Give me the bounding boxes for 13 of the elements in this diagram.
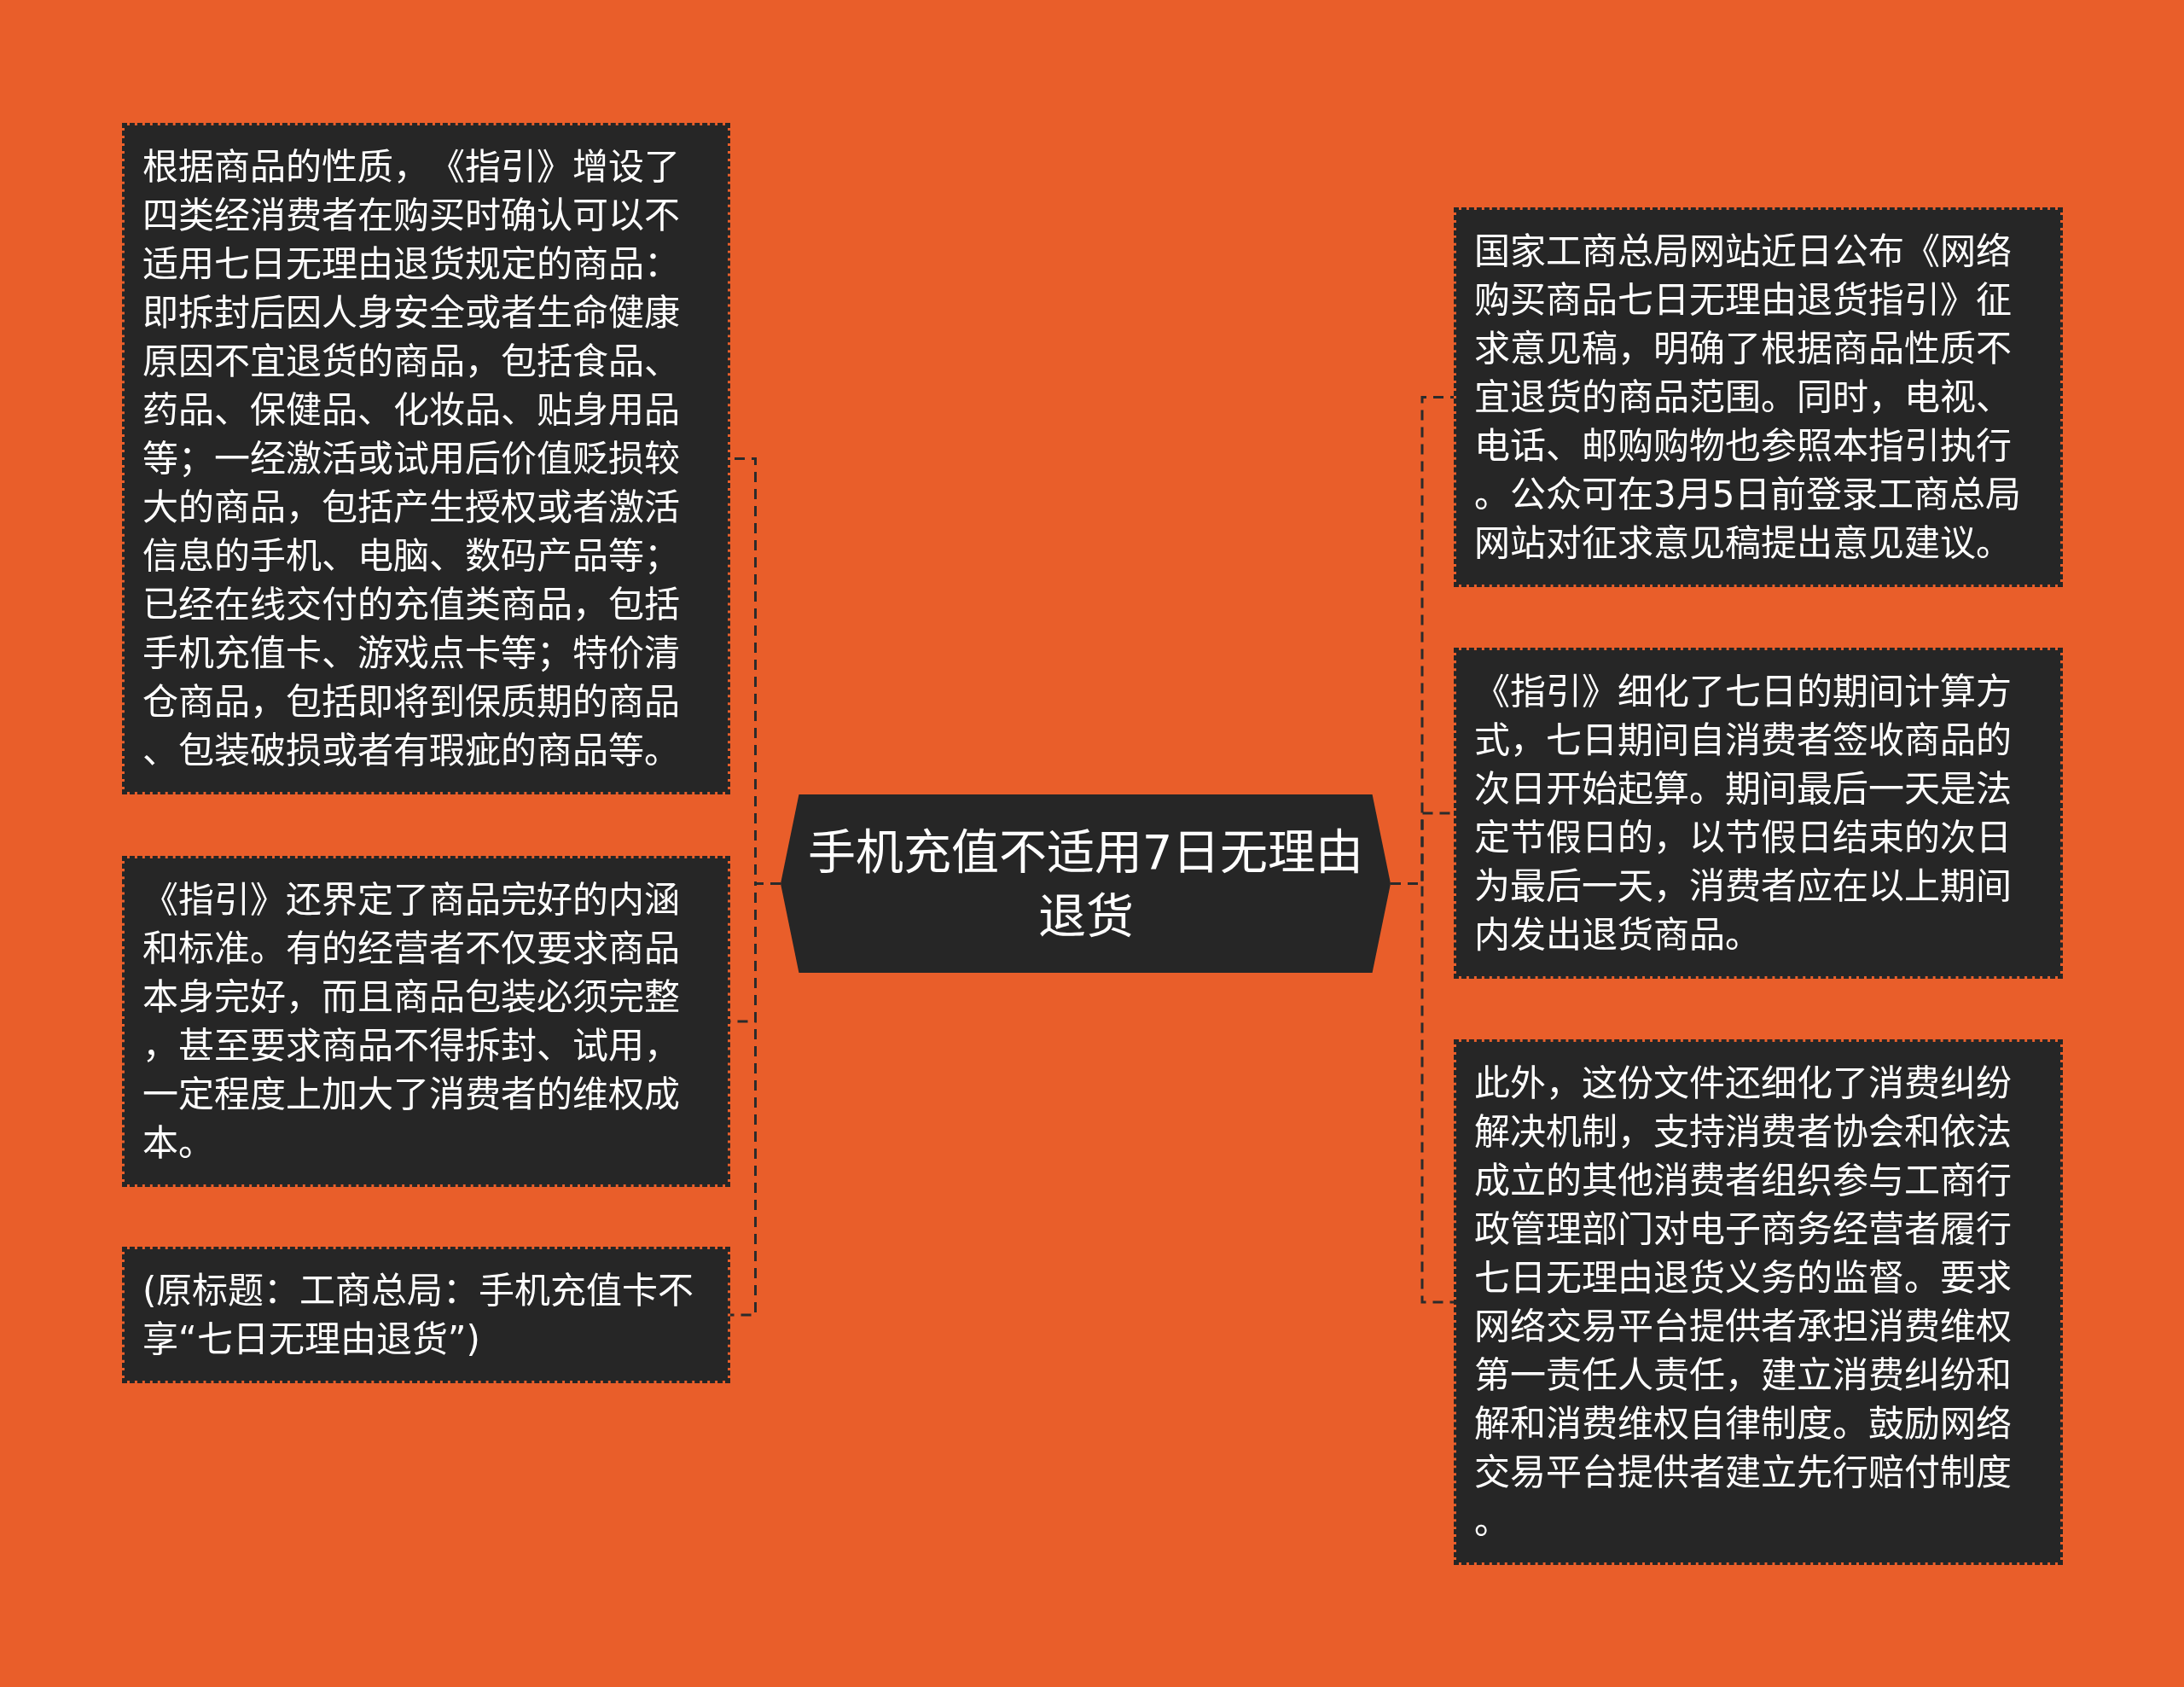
card-text: 此外，这份文件还细化了消费纠纷解决机制，支持消费者协会和依法成立的其他消费者组织参与工商行政管理部门对电子商务经营者履行七日无理由退货义务的监督。要求网络交易平台提供者承担消费维权第一责任人责任，建立消费纠纷和解和消费维权自律制度。鼓励网络交易平台提供者建立先行赔付制度。: [1474, 1062, 2013, 1544]
card-text: 根据商品的性质，《指引》增设了四类经消费者在购买时确认可以不适用七日无理由退货规定的商品：即拆封后因人身安全或者生命健康原因不宜退货的商品，包括食品、药品、保健品、化妆品、贴身用品等；一经激活或试用后价值贬损较大的商品，包括产生授权或者激活信息的手机、电脑、数码产品等；已经在线交付的充值类商品，包括手机充值卡、游戏点卡等；特价清仓商品，包括即将到保质期的商品、包装破损或者有瑕疵的商品等。: [142, 145, 681, 773]
topic-title: 手机充值不适用7日无理由退货: [806, 823, 1365, 945]
text-card: [122, 1247, 730, 1383]
card-text: 《指引》细化了七日的期间计算方式，七日期间自消费者签收商品的次日开始起算。期间最后一天是法定节假日的，以节假日结束的次日为最后一天，消费者应在以上期间内发出退货商品。: [1474, 670, 2013, 957]
card-text: 《指引》还界定了商品完好的内涵和标准。有的经营者不仅要求商品本身完好，而且商品包装必须完整，甚至要求商品不得拆封、试用，一定程度上加大了消费者的维权成本。: [142, 878, 681, 1166]
text-card: [1454, 207, 2063, 587]
text-card: [1454, 648, 2063, 979]
text-card: [1454, 1039, 2063, 1565]
card-text: 国家工商总局网站近日公布《网络购买商品七日无理由退货指引》征求意见稿，明确了根据商品性质不宜退货的商品范围。同时，电视、电话、邮购购物也参照本指引执行。公众可在3月5日前登录工商总局网站对征求意见稿提出意见建议。: [1474, 230, 2023, 566]
text-card: [122, 123, 730, 794]
card-text: (原标题：工商总局：手机充值卡不享“七日无理由退货”): [142, 1269, 695, 1362]
text-card: [122, 856, 730, 1187]
